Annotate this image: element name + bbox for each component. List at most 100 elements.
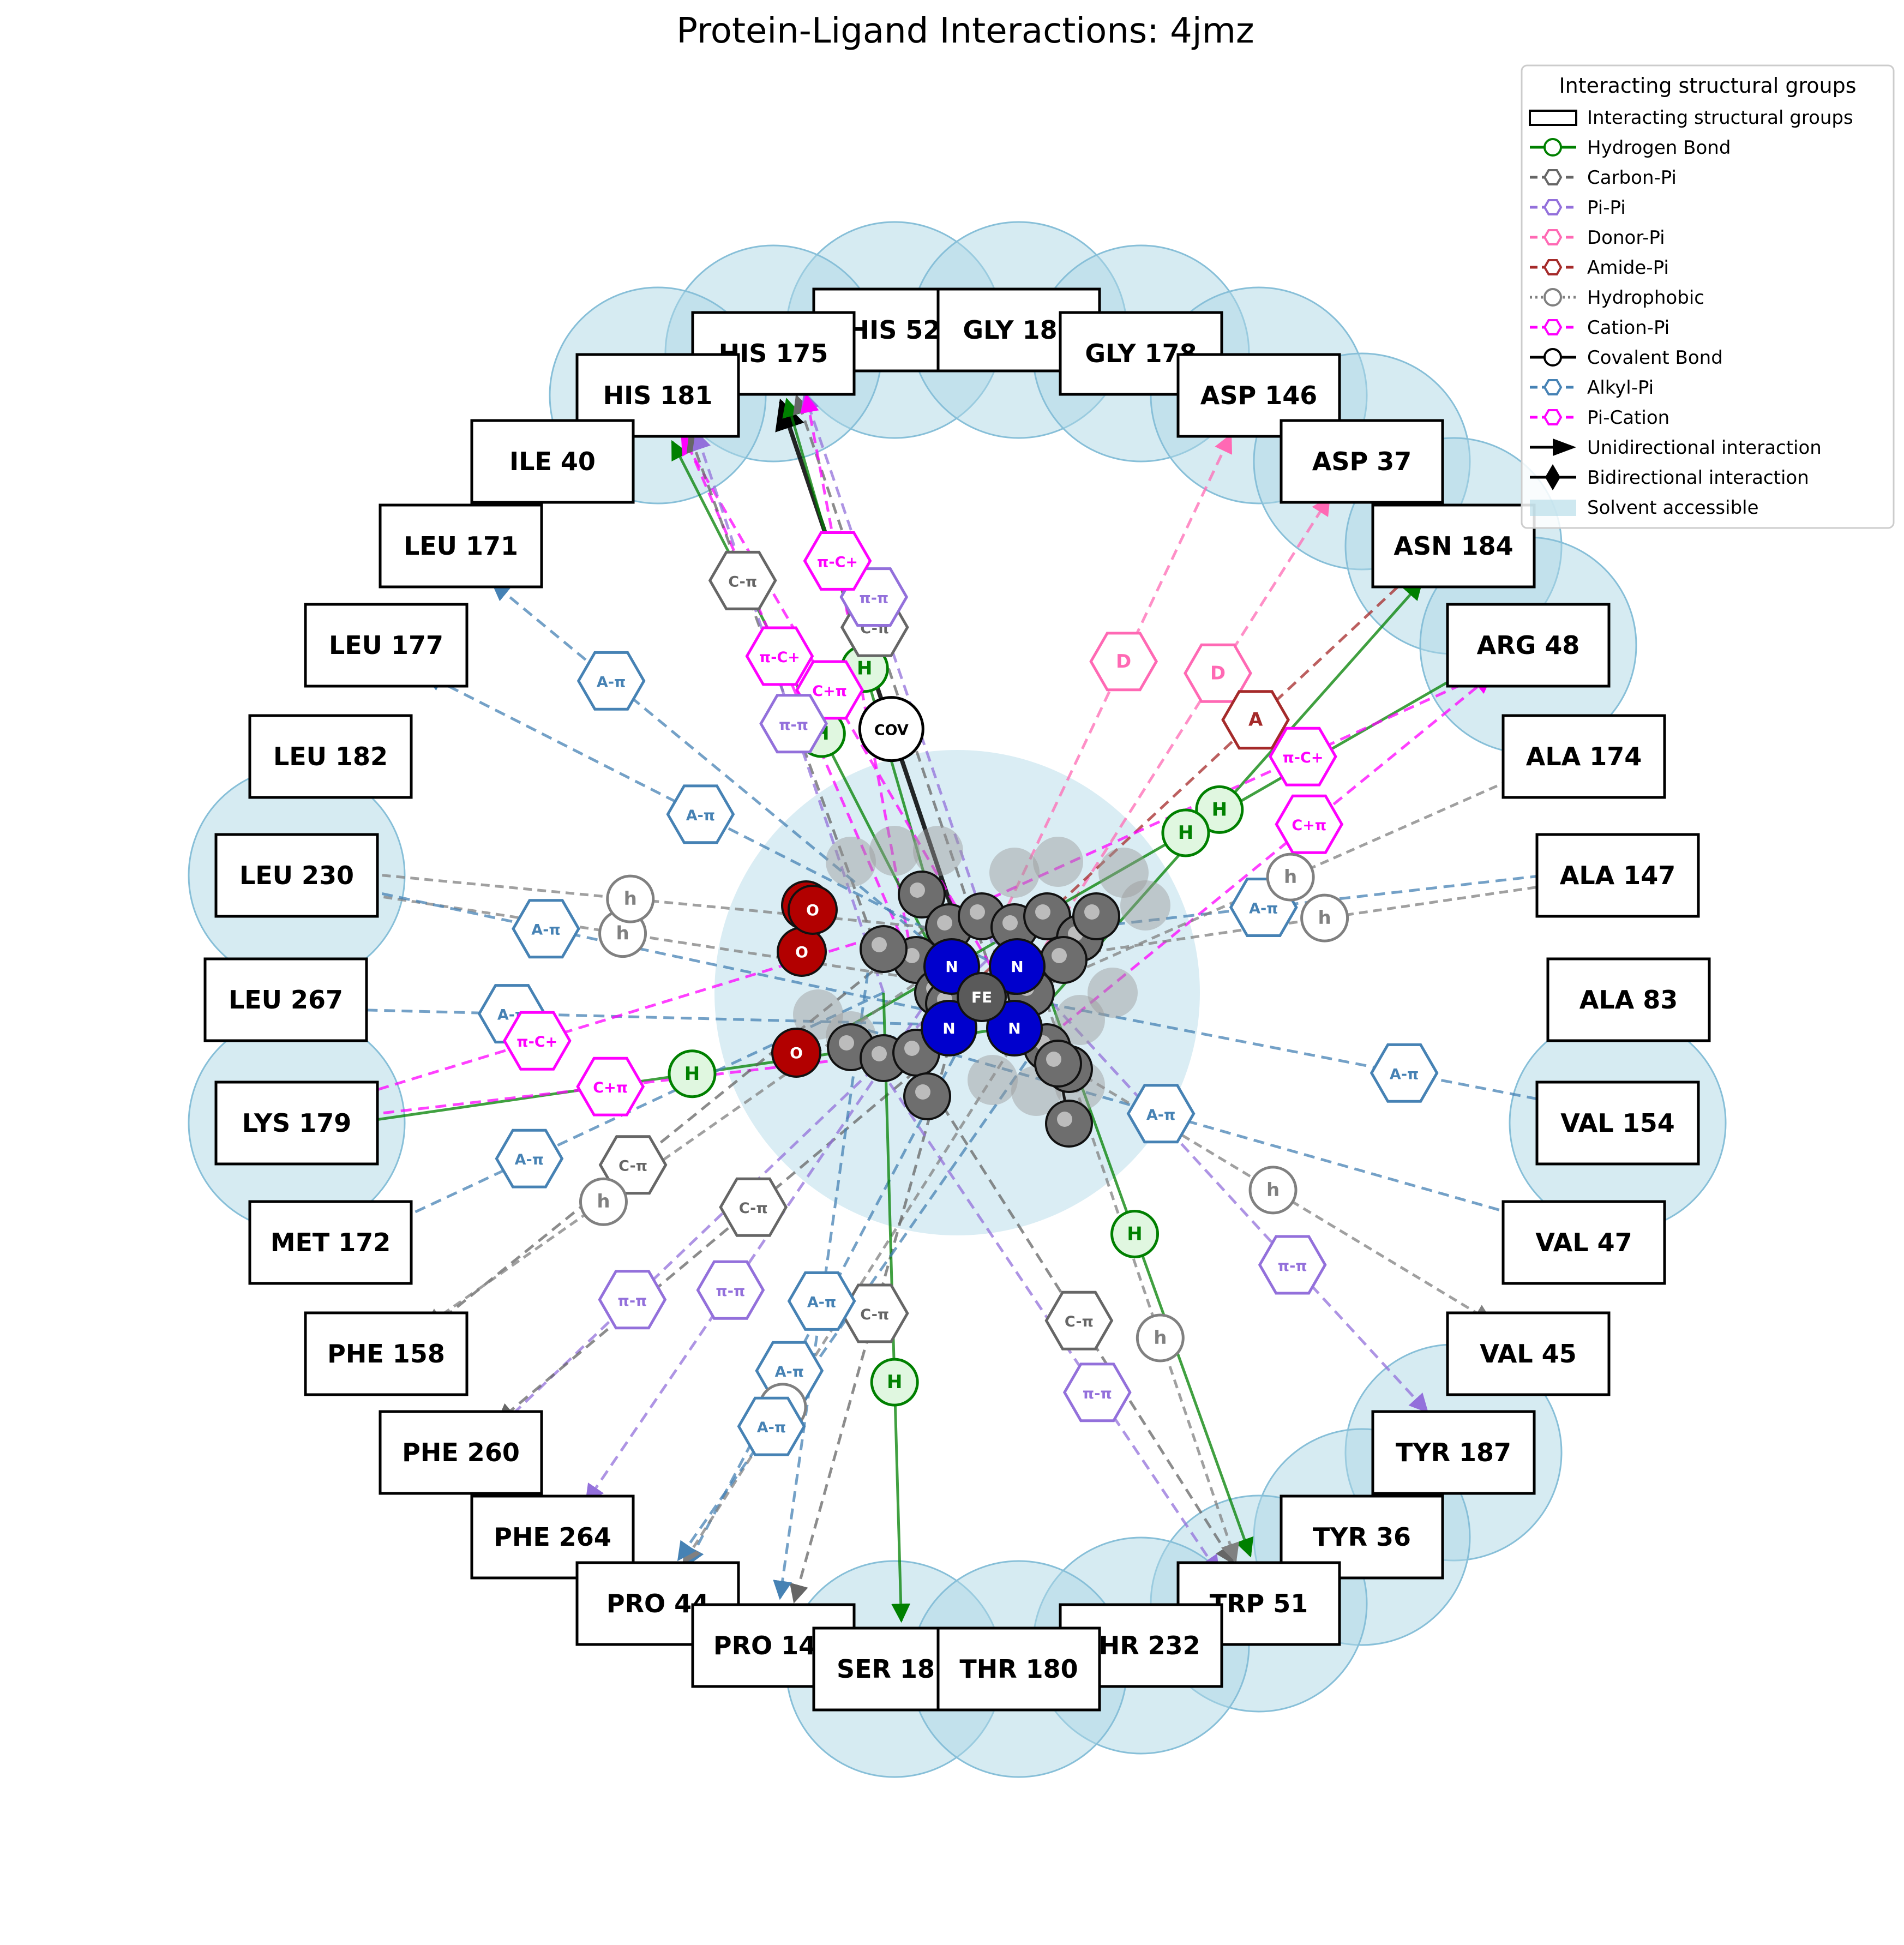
badge-label: A-π [775,1364,804,1380]
interaction-line-carbon_pi-phe158 [427,926,928,1331]
badge-circle [1248,1166,1298,1215]
residue-box [1501,1200,1666,1285]
interaction-badge-hydrophobic-phe158: h [579,1177,628,1226]
badge-label: C+π [593,1079,628,1096]
residue-box [214,1080,379,1166]
legend-item-label: Hydrogen Bond [1587,137,1731,159]
badge-label: h [616,923,629,945]
badge-label: π-π [779,717,808,734]
badge-hexagon [803,531,872,591]
badge-label: π-π [617,1293,647,1310]
badge-hexagon [719,1177,788,1237]
legend: Interacting structural groups Interactin… [1521,64,1895,529]
residue-tyr36: TYR 36 [1280,1494,1444,1580]
badge-label: A-π [757,1419,786,1436]
badge-hexagon [745,626,814,686]
legend-item-label: Cation-Pi [1587,317,1669,339]
carbon-atom-highlight [1052,948,1067,963]
badge-hexagon [787,1271,856,1331]
badge-label: A-π [1390,1066,1419,1083]
ligand-ghost-atom [869,826,920,876]
badge-label: H [1127,1223,1142,1245]
legend-item: Amide-Pi [1530,257,1669,279]
residue-label: ALA 147 [1560,861,1676,890]
ligand-ghost-atom [1098,848,1149,898]
carbon-atom-highlight [970,904,985,920]
ligand-ghost-atom [968,1055,1018,1105]
residue-his181: HIS 181 [575,353,740,438]
interaction-badge-hydrogen_bond-asn184: H [1195,785,1244,834]
legend-item: Hydrophobic [1530,287,1704,309]
badge-label: π-π [716,1283,745,1300]
legend-item: Interacting structural groups [1529,107,1853,129]
badge-label: A-π [686,807,715,824]
residue-label: ARG 48 [1477,631,1580,660]
legend-hex-marker [1543,199,1563,215]
residue-label: PHE 260 [402,1438,520,1467]
residue-label: TYR 36 [1313,1522,1411,1552]
residue-label: VAL 154 [1560,1108,1674,1138]
badge-hexagon [696,1260,765,1320]
interaction-badge-alkyl_pi-val47: A-π [1126,1084,1196,1144]
residue-phe158: PHE 158 [304,1311,469,1396]
residue-leu267: LEU 267 [203,957,368,1042]
legend-circle-marker [1543,348,1562,367]
badge-label: COV [874,722,909,739]
residue-label: LEU 177 [329,631,443,660]
interaction-badge-cation_pi-lys179: C+π [576,1056,645,1116]
carbon-atom-highlight [1002,915,1018,931]
badge-label: C-π [860,1306,889,1323]
interaction-badge-carbon_pi-pro145: C-π [840,1283,909,1343]
interaction-line-alkyl_pi-leu171 [491,581,950,961]
badge-hexagon [1044,1290,1114,1350]
residue-leu177: LEU 177 [304,603,469,688]
nitrogen-atom [921,1000,977,1056]
interaction-line-alkyl_pi-val47 [850,1024,1542,1226]
legend-patch-swatch [1530,500,1576,516]
badge-label: A-π [1146,1107,1175,1124]
residue-val47: VAL 47 [1501,1200,1666,1285]
residue-box [1280,419,1444,504]
ligand-ghost-atom [1088,968,1138,1018]
legend-item: Carbon-Pi [1530,167,1677,189]
oxygen-atom-label: O [795,943,808,961]
interaction-line-pi_pi-phe264 [585,1008,923,1504]
interaction-line-carbon_pi-his175 [792,394,989,961]
interaction-line-donor_pi-asp37 [1035,496,1331,961]
residue-label: TRP 51 [1210,1589,1308,1618]
residue-label: ALA 174 [1526,742,1642,771]
interaction-badge-hydrogen_bond-trp51: H [1110,1209,1160,1258]
interaction-badge-pi_pi-phe260: π-π [598,1270,667,1330]
legend-item: Bidirectional interaction [1530,464,1809,490]
residue-met172: MET 172 [248,1200,413,1285]
badge-hexagon [598,1270,667,1330]
residue-leu230: LEU 230 [214,833,379,918]
interaction-line-hydrophobic-trp51 [1046,1003,1240,1563]
residue-box [1535,833,1700,918]
interaction-badge-hydrophobic-leu230: h [606,874,655,923]
badge-hexagon [1269,727,1337,787]
residue-label: LEU 182 [273,742,388,771]
badge-hexagon [737,1396,806,1456]
badge-label: π-π [859,590,888,607]
residue-label: ASP 37 [1312,447,1412,476]
residue-val154: VAL 154 [1535,1080,1700,1166]
badge-hexagon [495,1128,564,1188]
legend-item-label: Covalent Bond [1587,347,1723,369]
carbon-atom-highlight [872,1046,887,1061]
residue-label: LYS 179 [242,1108,352,1138]
carbon-atom-highlight [915,1084,930,1100]
interaction-line-alkyl_pi-val154 [1047,1002,1575,1112]
badge-label: H [857,658,872,680]
badge-hexagon [502,1011,572,1071]
legend-item-label: Pi-Cation [1587,407,1669,429]
residue-thr180: THR 180 [936,1626,1101,1712]
interaction-badge-hydrogen_bond-arg48: H [1161,808,1210,857]
badge-label: A-π [1249,901,1278,917]
residue-box [1546,957,1711,1042]
legend-item-label: Alkyl-Pi [1587,377,1654,399]
badge-circle [1161,808,1210,857]
interaction-badge-pi_pi-his181: π-π [759,694,828,754]
interaction-line-cation_pi-lys179 [342,1046,950,1125]
